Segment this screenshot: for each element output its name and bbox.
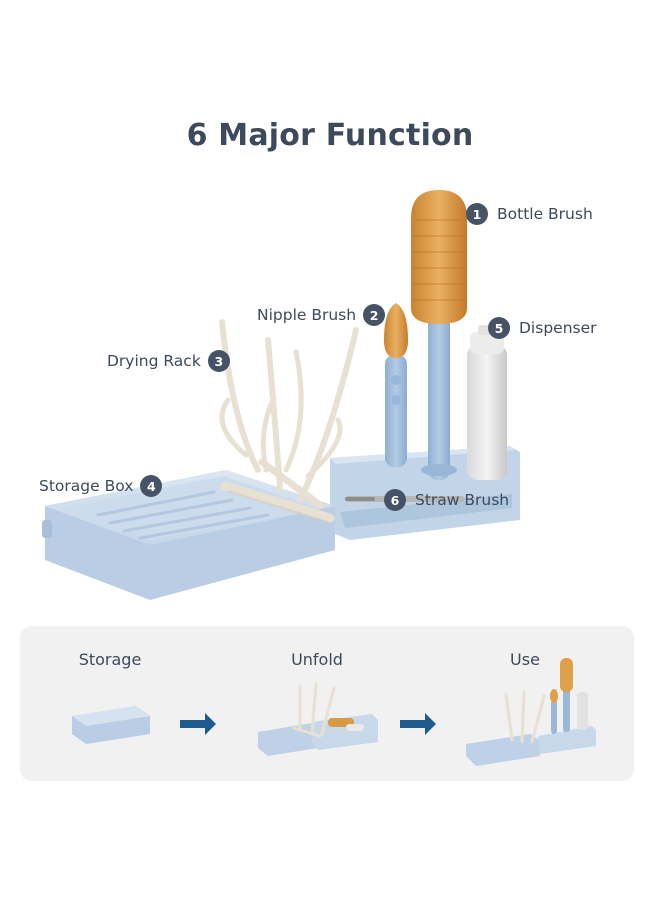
page-title: 6 Major Function bbox=[186, 118, 474, 153]
callout-nipple-brush: Nipple Brush 2 bbox=[257, 304, 386, 326]
drying-rack bbox=[219, 319, 359, 523]
step-storage-image bbox=[72, 706, 150, 744]
callout-drying-rack: Drying Rack 3 bbox=[107, 350, 230, 372]
step-label-use: Use bbox=[510, 650, 540, 669]
callout-label: Dispenser bbox=[519, 319, 597, 337]
callout-label: Nipple Brush bbox=[257, 306, 357, 324]
step-label-storage: Storage bbox=[78, 650, 142, 669]
arrow-icon bbox=[180, 713, 216, 735]
callout-label: Bottle Brush bbox=[497, 205, 593, 223]
callout-label: Storage Box bbox=[39, 477, 134, 495]
callout-label: Drying Rack bbox=[107, 352, 201, 370]
nipple-brush bbox=[384, 303, 408, 467]
dispenser bbox=[467, 325, 507, 480]
callout-bottle-brush: 1 Bottle Brush bbox=[466, 203, 593, 225]
callout-dispenser: 5 Dispenser bbox=[488, 317, 597, 339]
step-use-image bbox=[466, 658, 596, 766]
arrow-icon bbox=[400, 713, 436, 735]
step-label-unfold: Unfold bbox=[291, 650, 343, 669]
bottle-brush bbox=[411, 190, 467, 480]
drying-rack-shadow bbox=[227, 490, 329, 523]
number-badge: 5 bbox=[488, 317, 510, 339]
step-unfold-image bbox=[258, 682, 378, 756]
number-badge: 2 bbox=[363, 304, 386, 326]
callout-label: Straw Brush bbox=[415, 491, 510, 509]
number-badge: 6 bbox=[384, 489, 406, 511]
number-badge: 4 bbox=[140, 475, 163, 497]
number-badge: 1 bbox=[466, 203, 488, 225]
callout-straw-brush: 6 Straw Brush bbox=[384, 489, 509, 511]
callout-storage-box: Storage Box 4 bbox=[39, 475, 163, 497]
number-badge: 3 bbox=[207, 350, 230, 372]
